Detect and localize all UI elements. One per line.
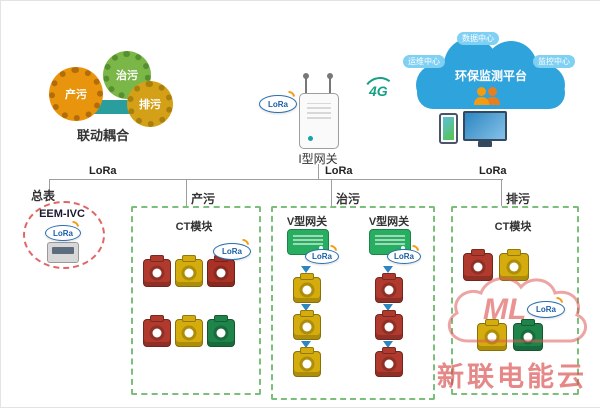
antenna-icon <box>303 73 309 94</box>
arrow-down-icon <box>383 266 393 273</box>
ct-module <box>375 314 403 340</box>
ct-module <box>293 277 321 303</box>
cloud-title: 环保监测平台 <box>454 69 527 83</box>
ct-module <box>175 259 203 287</box>
gear-produce-label: 产污 <box>65 89 87 101</box>
ct-module-label: CT模块 <box>494 221 532 233</box>
lora-label: LoRa <box>325 165 353 177</box>
master-title: 总表 <box>31 189 56 203</box>
signal-4g-icon: 4G <box>369 83 388 99</box>
ct-module-label: CT模块 <box>175 221 213 233</box>
v-gateway-label: V型网关 <box>286 216 328 228</box>
gear-produce: 产污 <box>49 67 103 121</box>
arrow-down-icon <box>301 266 311 273</box>
linkage-caption: 联动耦合 <box>76 128 129 143</box>
satellite-label: 监控中心 <box>533 55 575 68</box>
antenna-icon <box>327 73 333 94</box>
satellite-label: 数据中心 <box>457 32 499 45</box>
ct-module <box>463 253 493 281</box>
lora-badge: LoRa <box>387 249 421 264</box>
gear-discharge-label: 排污 <box>139 99 161 111</box>
drop-line-master <box>49 179 50 201</box>
lora-badge: LoRa <box>213 243 251 260</box>
ct-module <box>499 253 529 281</box>
cloud-icon <box>416 38 565 109</box>
lora-label: LoRa <box>479 165 507 177</box>
gateway-drop-line <box>318 164 319 179</box>
ct-module <box>375 351 403 377</box>
ct-module <box>293 351 321 377</box>
ct-module <box>143 319 171 347</box>
ct-module <box>477 323 507 351</box>
ct-module <box>293 314 321 340</box>
arrow-down-icon <box>301 304 311 311</box>
ct-module <box>513 323 543 351</box>
arrow-down-icon <box>383 304 393 311</box>
v-gateway-label: V型网关 <box>368 216 410 228</box>
lora-badge: LoRa <box>259 95 297 113</box>
drop-line-treat <box>331 179 332 206</box>
ct-module <box>207 319 235 347</box>
satellite-label: 运维中心 <box>403 55 445 68</box>
drop-line-discharge <box>501 179 502 206</box>
ct-module <box>207 259 235 287</box>
drop-line-produce <box>186 179 187 206</box>
ct-module <box>375 277 403 303</box>
monitor-icon <box>463 111 507 141</box>
lora-label: LoRa <box>89 165 117 177</box>
section-title-discharge: 排污 <box>506 192 531 206</box>
section-title-treat: 治污 <box>336 192 361 206</box>
lora-bus-line <box>49 179 503 180</box>
produce-box <box>131 206 261 395</box>
gateway-label: I型网关 <box>298 152 338 166</box>
ct-module <box>175 319 203 347</box>
lora-badge: LoRa <box>45 225 81 241</box>
arrow-down-icon <box>301 341 311 348</box>
gear-discharge: 排污 <box>127 81 173 127</box>
phone-icon <box>439 113 458 144</box>
lora-badge: LoRa <box>527 301 565 318</box>
arrow-down-icon <box>383 341 393 348</box>
gear-treat-label: 治污 <box>116 70 138 82</box>
master-ellipse <box>23 201 105 269</box>
gateway-device <box>299 93 339 149</box>
lora-badge: LoRa <box>305 249 339 264</box>
ct-module <box>143 259 171 287</box>
treat-box <box>271 206 435 400</box>
users-icon <box>474 87 489 105</box>
master-device-label: EEM-IVC <box>39 208 85 220</box>
meter-icon <box>47 242 79 263</box>
section-title-produce: 产污 <box>191 192 216 206</box>
